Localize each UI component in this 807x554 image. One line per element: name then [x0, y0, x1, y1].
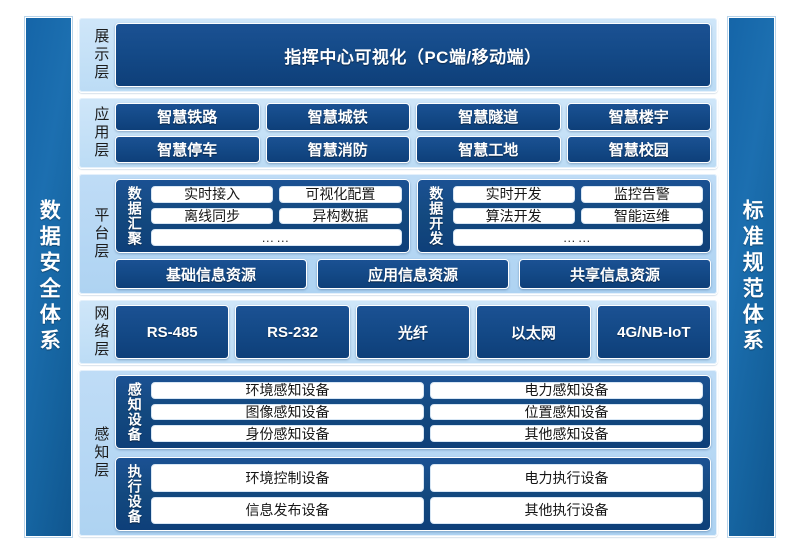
application-row-1: 智慧铁路 智慧城铁 智慧隧道 智慧楼宇 [115, 103, 711, 131]
resource-application-information[interactable]: 应用信息资源 [317, 259, 509, 289]
sense-group-sensing-title-col: 感知设备 [123, 382, 145, 442]
layer-platform: 平台层 数据汇聚 实时接入 可视化配置 [78, 173, 718, 295]
platform-group-data-aggregation: 数据汇聚 实时接入 可视化配置 离线同步 异构数据 [115, 179, 410, 253]
network-item-rs232[interactable]: RS-232 [235, 305, 350, 359]
sense-group-sensing-grid: 环境感知设备 电力感知设备 图像感知设备 位置感知设备 身份感知设备 其他感知设… [151, 382, 703, 443]
sensing-tile-image[interactable]: 图像感知设备 [151, 403, 424, 421]
application-row-2: 智慧停车 智慧消防 智慧工地 智慧校园 [115, 135, 711, 163]
platform-group-aggregation-grid: 实时接入 可视化配置 离线同步 异构数据 …… [151, 186, 402, 247]
app-item-smart-firefighting[interactable]: 智慧消防 [265, 135, 410, 163]
network-item-ethernet[interactable]: 以太网 [476, 305, 591, 359]
layer-sense: 感知层 感知设备 环境感知设备 电力感知设备 图像感知设备 [78, 369, 718, 537]
aggregation-tile-visual-config[interactable]: 可视化配置 [279, 186, 402, 203]
resource-basic-information[interactable]: 基础信息资源 [115, 259, 307, 289]
aggregation-tile-offline-sync[interactable]: 离线同步 [151, 207, 274, 225]
aggregation-tile-more[interactable]: …… [151, 229, 402, 247]
layer-sense-label: 感知层 [92, 426, 110, 480]
platform-group-data-development: 数据开发 实时开发 监控告警 算法开发 智能运维 [416, 179, 711, 253]
app-item-smart-construction[interactable]: 智慧工地 [416, 135, 561, 163]
layer-display-body: 指挥中心可视化（PC端/移动端） [115, 23, 711, 87]
actuator-tile-power-execution[interactable]: 电力执行设备 [430, 464, 703, 492]
network-item-rs485[interactable]: RS-485 [115, 305, 230, 359]
layer-application-body: 智慧铁路 智慧城铁 智慧隧道 智慧楼宇 智慧停车 智慧消防 智慧工地 智慧校园 [115, 103, 711, 163]
layer-network-body: RS-485 RS-232 光纤 以太网 4G/NB-IoT [115, 305, 712, 359]
left-pillar-label: 数据安全体系 [37, 199, 61, 355]
development-tile-more[interactable]: …… [452, 229, 703, 247]
sense-group-actuator-title: 执行设备 [126, 464, 143, 524]
sense-group-actuator-title-col: 执行设备 [123, 464, 145, 524]
actuator-tile-environment-control[interactable]: 环境控制设备 [151, 464, 424, 492]
layer-application-label: 应用层 [92, 106, 110, 160]
sensing-tile-environment[interactable]: 环境感知设备 [151, 382, 424, 399]
layer-display: 展示层 指挥中心可视化（PC端/移动端） [78, 17, 718, 93]
actuator-tile-other[interactable]: 其他执行设备 [430, 496, 703, 524]
platform-group-development-title: 数据开发 [428, 186, 445, 246]
sensing-tile-other[interactable]: 其他感知设备 [430, 425, 703, 443]
actuator-row-1: 环境控制设备 电力执行设备 [151, 464, 703, 492]
sensing-row-1: 环境感知设备 电力感知设备 [151, 382, 703, 399]
actuator-tile-info-release[interactable]: 信息发布设备 [151, 496, 424, 524]
right-pillar-standards: 标准规范体系 [728, 17, 775, 537]
development-row-3: …… [452, 229, 703, 247]
platform-groups: 数据汇聚 实时接入 可视化配置 离线同步 异构数据 [115, 179, 711, 253]
platform-group-aggregation-title: 数据汇聚 [126, 186, 143, 246]
app-item-smart-tunnel[interactable]: 智慧隧道 [416, 103, 561, 131]
aggregation-row-3: …… [151, 229, 402, 247]
layer-platform-label: 平台层 [92, 207, 110, 261]
sensing-row-3: 身份感知设备 其他感知设备 [151, 425, 703, 443]
right-pillar-label: 标准规范体系 [740, 199, 764, 355]
development-tile-smart-ops[interactable]: 智能运维 [580, 207, 703, 225]
sense-group-actuator-grid: 环境控制设备 电力执行设备 信息发布设备 其他执行设备 [151, 464, 703, 524]
sensing-tile-location[interactable]: 位置感知设备 [430, 403, 703, 421]
layer-display-label: 展示层 [92, 28, 110, 82]
platform-resources-row: 基础信息资源 应用信息资源 共享信息资源 [115, 259, 711, 289]
app-item-smart-building[interactable]: 智慧楼宇 [566, 103, 711, 131]
platform-group-development-title-col: 数据开发 [425, 186, 447, 246]
platform-group-aggregation-title-col: 数据汇聚 [123, 186, 145, 246]
aggregation-row-2: 离线同步 异构数据 [151, 207, 402, 225]
platform-group-development-grid: 实时开发 监控告警 算法开发 智能运维 …… [452, 186, 703, 247]
development-tile-monitor-alarm[interactable]: 监控告警 [580, 186, 703, 203]
sensing-row-2: 图像感知设备 位置感知设备 [151, 403, 703, 421]
sense-group-sensing-title: 感知设备 [126, 382, 143, 442]
development-tile-algorithm-dev[interactable]: 算法开发 [452, 207, 575, 225]
sensing-tile-power[interactable]: 电力感知设备 [430, 382, 703, 399]
development-tile-realtime-dev[interactable]: 实时开发 [452, 186, 575, 203]
sense-group-actuator-devices: 执行设备 环境控制设备 电力执行设备 信息发布设备 其他执行设备 [115, 457, 711, 531]
network-items-row: RS-485 RS-232 光纤 以太网 4G/NB-IoT [115, 305, 712, 359]
layer-application: 应用层 智慧铁路 智慧城铁 智慧隧道 智慧楼宇 智慧停车 智慧消防 智慧工地 智… [78, 97, 718, 169]
resource-shared-information[interactable]: 共享信息资源 [519, 259, 711, 289]
aggregation-tile-heterogeneous-data[interactable]: 异构数据 [279, 207, 402, 225]
layer-network: 网络层 RS-485 RS-232 光纤 以太网 4G/NB-IoT [78, 299, 718, 365]
network-item-fiber[interactable]: 光纤 [355, 305, 471, 359]
app-item-smart-parking[interactable]: 智慧停车 [115, 135, 260, 163]
app-item-smart-campus[interactable]: 智慧校园 [566, 135, 711, 163]
layer-network-label-col: 网络层 [85, 305, 115, 359]
aggregation-tile-realtime-access[interactable]: 实时接入 [151, 186, 274, 203]
app-item-smart-metro[interactable]: 智慧城铁 [265, 103, 410, 131]
layer-sense-label-col: 感知层 [85, 375, 115, 531]
layer-network-label: 网络层 [92, 305, 110, 359]
development-row-1: 实时开发 监控告警 [452, 186, 703, 203]
display-banner-command-center[interactable]: 指挥中心可视化（PC端/移动端） [115, 23, 711, 87]
aggregation-row-1: 实时接入 可视化配置 [151, 186, 402, 203]
actuator-row-2: 信息发布设备 其他执行设备 [151, 496, 703, 524]
layer-application-label-col: 应用层 [85, 103, 115, 163]
layer-platform-label-col: 平台层 [85, 179, 115, 289]
layer-platform-body: 数据汇聚 实时接入 可视化配置 离线同步 异构数据 [115, 179, 711, 289]
layer-stack: 展示层 指挥中心可视化（PC端/移动端） 应用层 智慧铁路 智慧城铁 智慧隧道 … [78, 17, 718, 537]
network-item-4g-nbiot[interactable]: 4G/NB-IoT [596, 305, 712, 359]
layer-display-label-col: 展示层 [85, 23, 115, 87]
app-item-smart-railway[interactable]: 智慧铁路 [115, 103, 260, 131]
sensing-tile-identity[interactable]: 身份感知设备 [151, 425, 424, 443]
layer-sense-body: 感知设备 环境感知设备 电力感知设备 图像感知设备 位置感知设备 身份感知设备 [115, 375, 711, 531]
development-row-2: 算法开发 智能运维 [452, 207, 703, 225]
sense-group-sensing-devices: 感知设备 环境感知设备 电力感知设备 图像感知设备 位置感知设备 身份感知设备 [115, 375, 711, 449]
left-pillar-data-security: 数据安全体系 [25, 17, 72, 537]
